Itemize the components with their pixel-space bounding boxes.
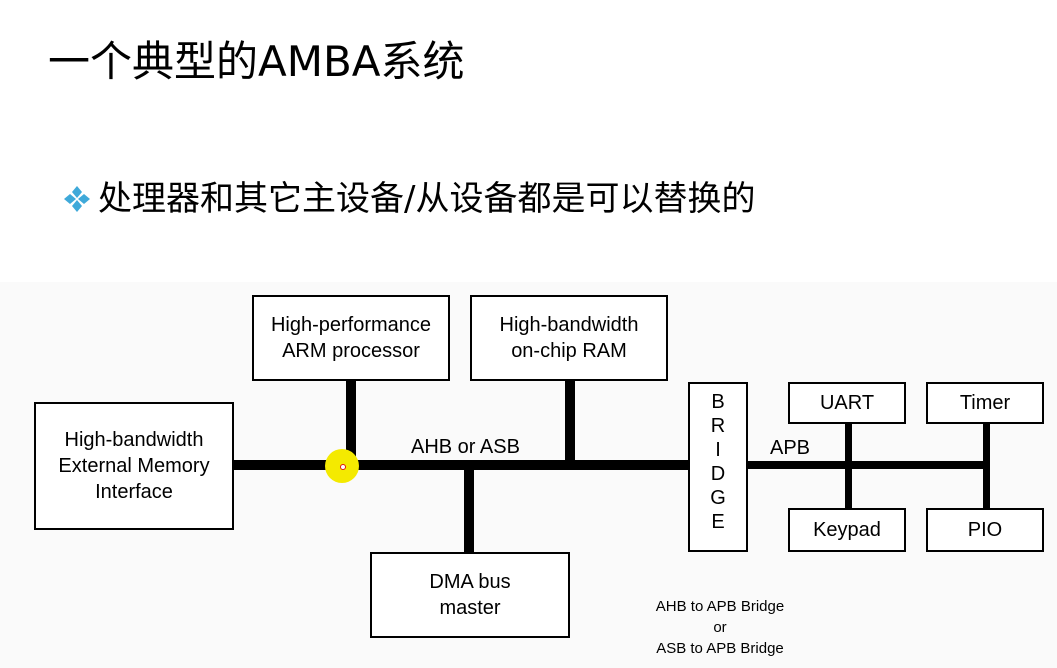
arm-processor-block: High-performance ARM processor: [252, 295, 450, 381]
bridge-block: B R I D G E: [688, 382, 748, 552]
four-diamond-bullet-icon: [64, 186, 90, 212]
arm-processor-connector: [346, 380, 356, 462]
uart-keypad-connector: [845, 422, 852, 510]
pio-block: PIO: [926, 508, 1044, 552]
timer-pio-connector: [983, 422, 990, 510]
bullet-item: 处理器和其它主设备/从设备都是可以替换的: [62, 176, 755, 222]
external-memory-block: High-bandwidth External Memory Interface: [34, 402, 234, 530]
keypad-block: Keypad: [788, 508, 906, 552]
bridge-letter: E: [711, 511, 725, 533]
uart-block: UART: [788, 382, 906, 424]
timer-block: Timer: [926, 382, 1044, 424]
onchip-ram-connector: [565, 380, 575, 462]
apb-bus-label: APB: [770, 437, 811, 459]
bridge-letter: G: [710, 487, 726, 509]
bridge-letter: R: [710, 415, 726, 437]
dma-master-connector: [464, 468, 474, 552]
onchip-ram-block: High-bandwidth on-chip RAM: [470, 295, 668, 381]
pointer-dot: [340, 464, 346, 470]
ahb-bus-line: [232, 460, 688, 470]
dma-master-block: DMA bus master: [370, 552, 570, 638]
apb-bus-line: [748, 461, 990, 469]
slide-title: 一个典型的AMBA系统: [48, 37, 465, 86]
bridge-letter: I: [715, 439, 721, 461]
bridge-letter: B: [711, 391, 725, 413]
bridge-letter: D: [710, 463, 726, 485]
bridge-note: AHB to APB Bridge or ASB to APB Bridge: [655, 598, 785, 657]
ahb-bus-label: AHB or ASB: [411, 436, 520, 458]
bullet-text: 处理器和其它主设备/从设备都是可以替换的: [98, 179, 756, 219]
